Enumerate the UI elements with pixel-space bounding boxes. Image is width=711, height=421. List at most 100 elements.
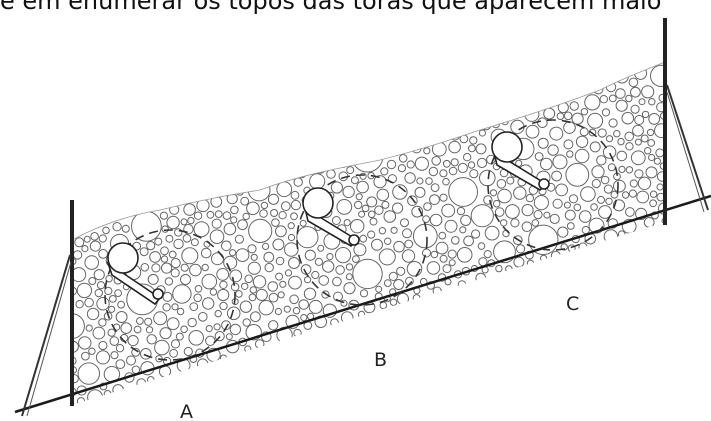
log-end: [182, 234, 192, 243]
log-end: [374, 205, 384, 215]
log-end: [429, 194, 440, 206]
log-end: [81, 351, 90, 361]
log-end: [447, 249, 457, 259]
log-end: [496, 179, 507, 189]
log-end: [648, 153, 656, 162]
log-end: [401, 249, 416, 263]
log-end: [170, 258, 181, 269]
log-end: [84, 297, 94, 308]
log-ends: [72, 64, 665, 405]
log-end: [108, 305, 116, 313]
log-end: [543, 107, 556, 120]
log-end: [98, 318, 107, 327]
log-end: [444, 219, 458, 233]
log-end: [81, 245, 89, 253]
log-end: [352, 255, 360, 264]
log-end: [180, 274, 191, 285]
log-end: [578, 88, 586, 96]
gauge-b: [302, 187, 360, 248]
log-end: [407, 195, 418, 206]
log-end: [575, 135, 589, 149]
log-end: [187, 216, 195, 225]
log-end: [244, 345, 252, 353]
log-end: [422, 131, 436, 145]
log-end: [513, 186, 527, 200]
log-end: [478, 257, 488, 267]
log-end: [159, 327, 172, 340]
log-end: [608, 94, 617, 103]
log-end: [469, 136, 478, 145]
log-end: [166, 215, 180, 230]
log-end: [608, 118, 618, 128]
log-end: [109, 336, 120, 346]
log-end: [601, 108, 611, 117]
log-end: [386, 159, 397, 170]
log-end: [588, 128, 597, 137]
log-end: [534, 152, 544, 161]
log-end: [72, 250, 83, 260]
log-end: [359, 289, 369, 298]
log-end: [83, 235, 91, 243]
log-end: [578, 210, 592, 223]
log-end: [564, 209, 576, 221]
log-end: [193, 293, 202, 303]
log-end: [318, 275, 330, 286]
log-end: [308, 299, 323, 314]
log-end: [510, 218, 520, 228]
log-end: [658, 93, 665, 103]
log-end: [153, 311, 168, 326]
log-end: [537, 137, 549, 149]
section-label-a: A: [180, 401, 193, 421]
log-end: [398, 154, 408, 163]
log-end: [643, 217, 655, 228]
log-end: [634, 169, 644, 179]
log-end: [578, 242, 588, 252]
log-end: [373, 175, 387, 189]
log-end: [187, 317, 197, 328]
log-end: [287, 233, 296, 242]
log-end: [346, 166, 355, 175]
log-end: [139, 247, 149, 257]
log-end: [264, 262, 274, 273]
log-end: [422, 215, 431, 224]
log-end: [168, 250, 177, 259]
log-end: [591, 178, 601, 189]
log-end: [483, 250, 492, 259]
log-end: [581, 226, 590, 235]
log-end: [221, 240, 232, 252]
log-end: [635, 207, 648, 220]
log-end: [563, 139, 574, 150]
log-end: [193, 211, 203, 220]
log-end: [275, 256, 285, 266]
log-end: [242, 318, 251, 327]
log-end: [206, 210, 215, 219]
log-end: [430, 250, 439, 259]
log-end: [571, 112, 584, 125]
log-end: [525, 193, 535, 203]
log-end: [463, 153, 472, 162]
log-end: [326, 253, 334, 261]
log-end: [76, 397, 86, 405]
log-end: [511, 104, 524, 117]
log-end: [358, 210, 366, 218]
log-end: [335, 265, 345, 275]
log-end: [140, 348, 152, 360]
log-end: [597, 195, 605, 204]
log-end: [160, 255, 169, 263]
log-end: [267, 281, 279, 292]
log-end: [85, 324, 93, 332]
log-end: [589, 141, 601, 153]
log-end: [378, 248, 396, 266]
log-end: [478, 129, 486, 137]
log-end: [144, 317, 153, 326]
log-end: [655, 148, 665, 158]
log-end: [448, 140, 461, 154]
sample-circle-a: [104, 229, 236, 361]
log-end: [442, 264, 452, 274]
log-end: [533, 210, 543, 220]
log-end: [166, 317, 180, 331]
log-end: [524, 106, 540, 122]
log-end: [457, 280, 467, 289]
log-end: [309, 173, 326, 190]
log-end: [183, 224, 194, 235]
